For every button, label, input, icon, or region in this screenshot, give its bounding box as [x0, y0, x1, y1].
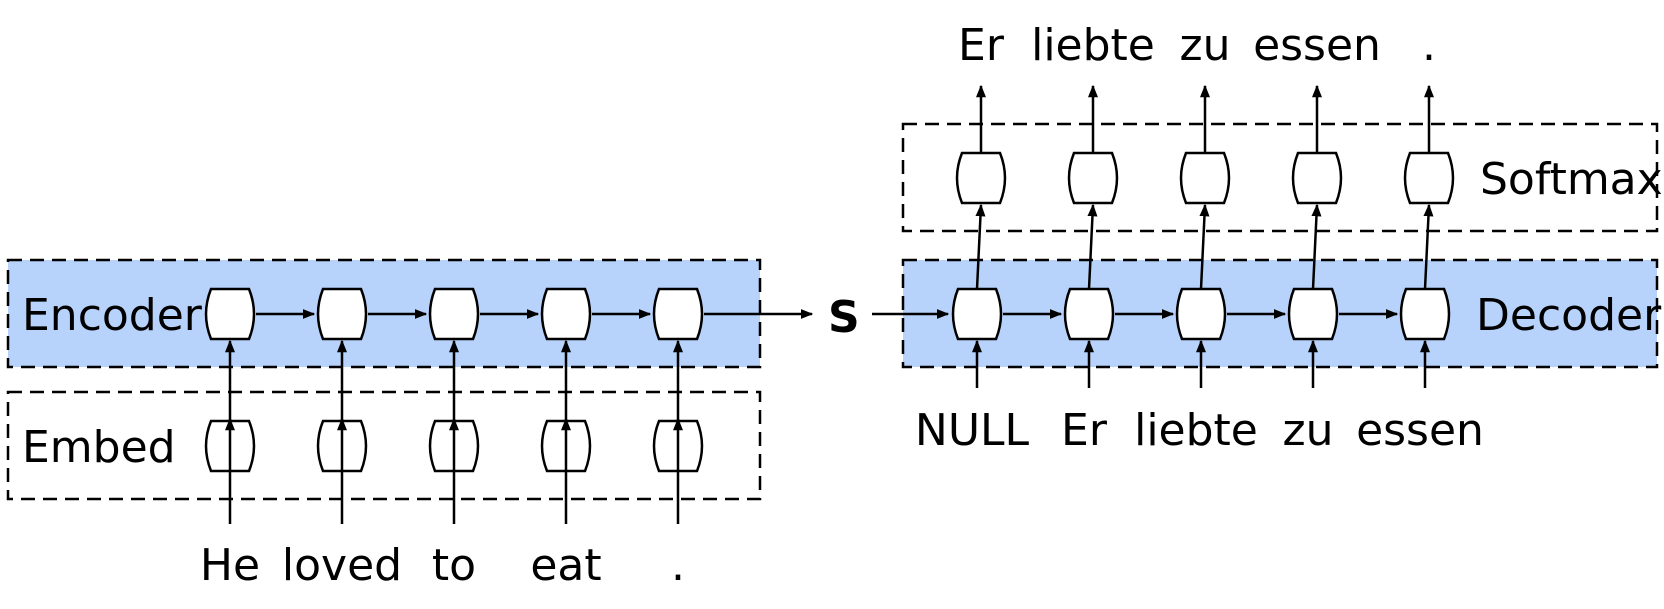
context-vector-label: S: [828, 292, 860, 343]
softmax-cell: [1067, 151, 1119, 205]
decoder-output-word: essen: [1253, 20, 1381, 71]
decoder-cell: [1399, 287, 1451, 341]
softmax-cell: [1291, 151, 1343, 205]
decoder-output-word: zu: [1180, 20, 1231, 71]
decoder-to-softmax-arrow: [1087, 203, 1098, 290]
decoder-input-word: essen: [1356, 405, 1484, 456]
softmax-layer-box: [901, 122, 1659, 233]
encoder-input-word: eat: [530, 540, 601, 591]
decoder-cell: [1175, 287, 1227, 341]
encoder-cell: [316, 287, 368, 341]
decoder-to-softmax-arrow: [1311, 203, 1322, 290]
decoder-output-word: liebte: [1031, 20, 1155, 71]
decoder-output-word: Er: [958, 20, 1005, 71]
encoder-cell: [428, 287, 480, 341]
decoder-input-word: zu: [1283, 405, 1334, 456]
decoder-cell: [951, 287, 1003, 341]
encoder-cell: [204, 287, 256, 341]
encoder-input-word: .: [671, 540, 685, 591]
encoder-input-word: He: [200, 540, 260, 591]
encoder-cell: [652, 287, 704, 341]
encoder-cell: [540, 287, 592, 341]
decoder-input-word: NULL: [915, 405, 1030, 456]
decoder-output-word: .: [1422, 20, 1436, 71]
decoder-cell: [1063, 287, 1115, 341]
embed-label: Embed: [22, 422, 176, 473]
decoder-input-word: Er: [1061, 405, 1108, 456]
softmax-cell: [955, 151, 1007, 205]
decoder-label: Decoder: [1476, 290, 1662, 341]
decoder-to-softmax-arrow: [975, 203, 986, 290]
decoder-cell: [1287, 287, 1339, 341]
encoder-input-word: loved: [282, 540, 402, 591]
decoder-input-word: liebte: [1134, 405, 1258, 456]
softmax-label: Softmax: [1480, 154, 1663, 205]
softmax-cell: [1179, 151, 1231, 205]
encoder-label: Encoder: [22, 290, 203, 341]
decoder-to-softmax-arrow: [1199, 203, 1210, 290]
softmax-cell: [1403, 151, 1455, 205]
decoder-to-softmax-arrow: [1423, 203, 1434, 290]
embed-layer-box: [6, 390, 762, 501]
encoder-input-word: to: [432, 540, 476, 591]
